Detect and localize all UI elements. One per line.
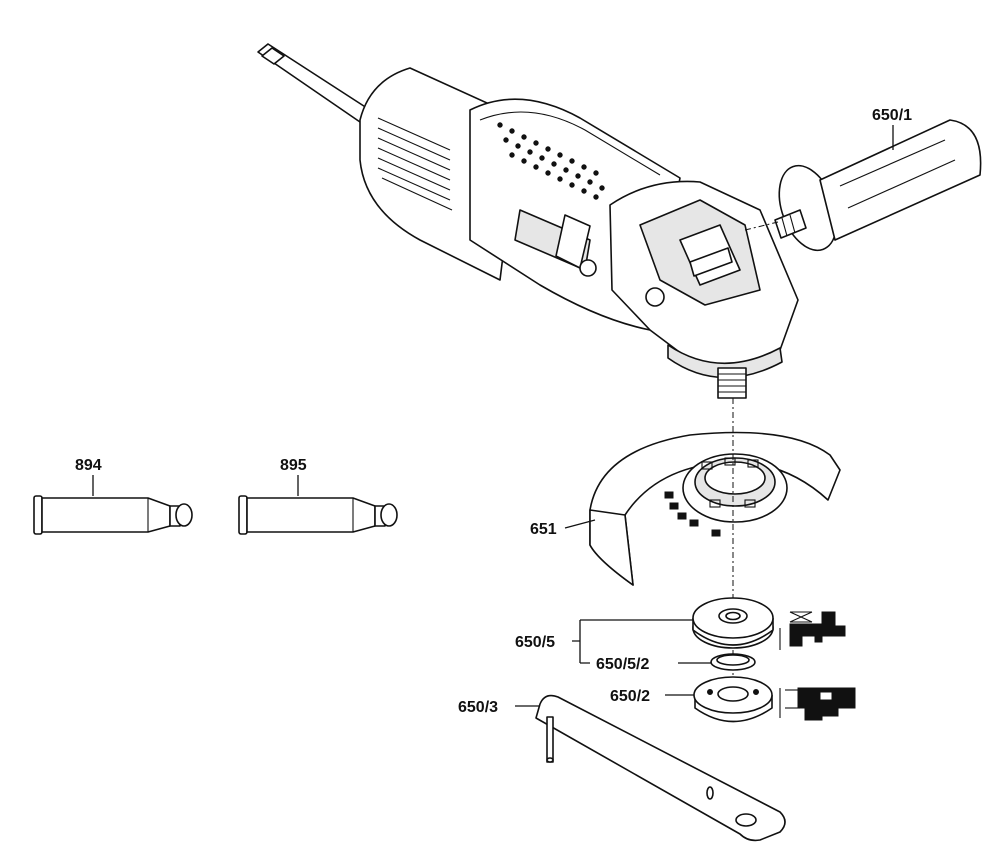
spanner-wrench: [535, 694, 786, 842]
grease-tube-894: [33, 495, 193, 535]
clamp-nut: [693, 676, 773, 723]
angle-grinder-body: [257, 43, 799, 399]
flange-section-icon: [779, 611, 846, 650]
label-650-1: 650/1: [872, 107, 912, 124]
label-650-2: 650/2: [610, 688, 650, 705]
label-895: 895: [280, 457, 307, 474]
label-651: 651: [530, 521, 557, 538]
mounting-flange: [692, 597, 774, 649]
grease-tube-895: [238, 495, 398, 535]
leader-lines: [92, 125, 894, 707]
label-894: 894: [75, 457, 102, 474]
o-ring: [710, 653, 756, 671]
clamp-nut-section-icon: [779, 687, 856, 721]
label-650-3: 650/3: [458, 699, 498, 716]
label-650-5-2: 650/5/2: [596, 656, 649, 673]
grip-texture: [497, 122, 605, 200]
label-650-5: 650/5: [515, 634, 555, 651]
auxiliary-handle: [744, 119, 982, 252]
wheel-guard: [589, 431, 841, 586]
